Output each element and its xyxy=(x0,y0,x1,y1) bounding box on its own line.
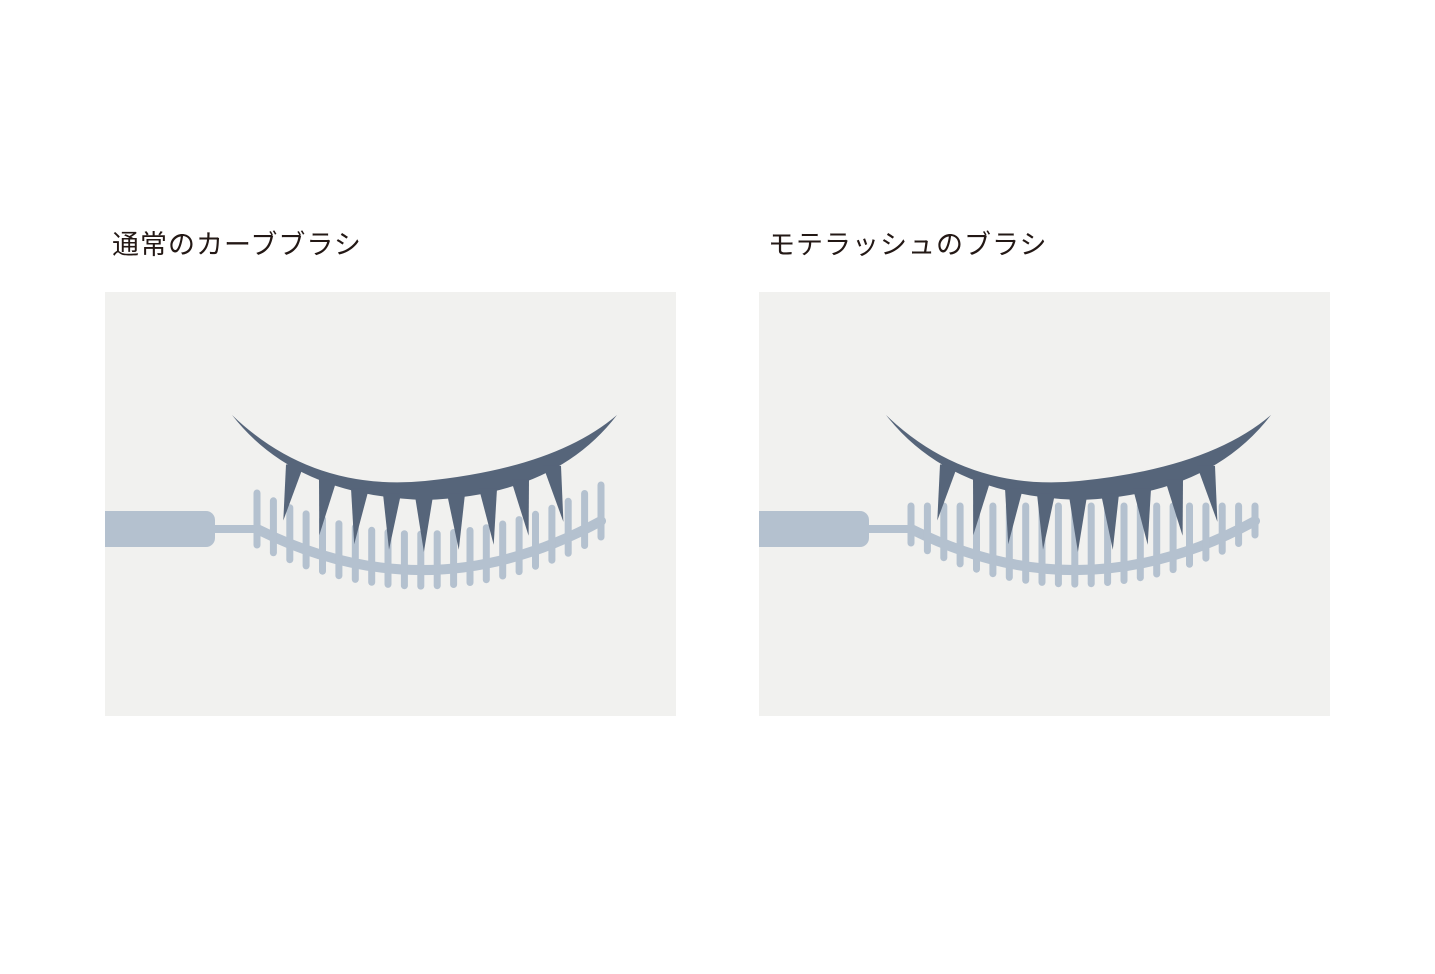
brush-handle xyxy=(759,511,869,547)
moterash-brush-illustration xyxy=(759,292,1330,716)
panel-moterash-brush xyxy=(759,292,1330,716)
panel-curved-brush xyxy=(105,292,676,716)
curved-brush-illustration xyxy=(105,292,676,716)
panel-title-curved-brush: 通常のカーブブラシ xyxy=(112,228,362,264)
brush-handle xyxy=(105,511,215,547)
panel-title-moterash-brush: モテラッシュのブラシ xyxy=(768,228,1047,264)
